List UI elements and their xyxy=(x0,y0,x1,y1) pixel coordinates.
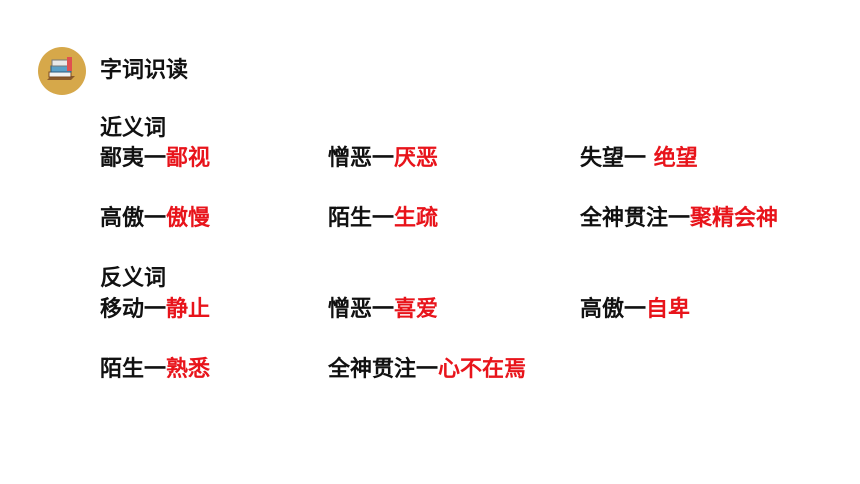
synonyms-label: 近义词 xyxy=(100,116,167,141)
pair-answer: 聚精会神 xyxy=(690,206,779,231)
pair-word: 高傲 xyxy=(580,297,625,322)
antonym-pair: 陌生一熟悉 xyxy=(100,355,210,385)
pair-word: 失望 xyxy=(580,146,625,171)
pair-dash: 一 xyxy=(144,146,167,171)
pair-word: 陌生 xyxy=(328,206,373,231)
page-title: 字词识读 xyxy=(100,58,189,83)
pair-word: 陌生 xyxy=(100,357,145,382)
pair-word: 高傲 xyxy=(100,206,145,231)
pair-dash: 一 xyxy=(372,146,395,171)
books-icon xyxy=(37,46,87,96)
antonym-pair: 高傲一自卑 xyxy=(580,295,690,325)
pair-word: 全神贯注 xyxy=(580,206,669,231)
pair-word: 憎恶 xyxy=(328,297,373,322)
synonym-pair: 失望一 绝望 xyxy=(580,144,698,174)
pair-word: 鄙夷 xyxy=(100,146,145,171)
synonym-pair: 全神贯注一聚精会神 xyxy=(580,204,778,234)
pair-dash: 一 xyxy=(144,297,167,322)
pair-answer: 心不在焉 xyxy=(438,357,527,382)
synonym-pair: 憎恶一厌恶 xyxy=(328,144,438,174)
pair-word: 移动 xyxy=(100,297,145,322)
pair-dash: 一 xyxy=(624,297,647,322)
pair-dash: 一 xyxy=(372,206,395,231)
synonym-pair: 鄙夷一鄙视 xyxy=(100,144,210,174)
pair-answer: 傲慢 xyxy=(166,206,211,231)
pair-answer: 熟悉 xyxy=(166,357,211,382)
antonym-pair: 全神贯注一心不在焉 xyxy=(328,355,526,385)
synonym-pair: 高傲一傲慢 xyxy=(100,204,210,234)
antonym-pair: 移动一静止 xyxy=(100,295,210,325)
pair-dash: 一 xyxy=(144,357,167,382)
pair-dash: 一 xyxy=(372,297,395,322)
pair-answer: 鄙视 xyxy=(166,146,211,171)
antonyms-label: 反义词 xyxy=(100,266,167,291)
pair-dash: 一 xyxy=(144,206,167,231)
pair-word: 全神贯注 xyxy=(328,357,417,382)
synonym-pair: 陌生一生疏 xyxy=(328,204,438,234)
pair-word: 憎恶 xyxy=(328,146,373,171)
pair-dash: 一 xyxy=(624,146,654,171)
pair-answer: 喜爱 xyxy=(394,297,439,322)
pair-dash: 一 xyxy=(416,357,439,382)
antonym-pair: 憎恶一喜爱 xyxy=(328,295,438,325)
pair-answer: 厌恶 xyxy=(394,146,439,171)
pair-answer: 静止 xyxy=(166,297,211,322)
pair-dash: 一 xyxy=(668,206,691,231)
pair-answer: 自卑 xyxy=(646,297,691,322)
pair-answer: 绝望 xyxy=(653,146,698,171)
pair-answer: 生疏 xyxy=(394,206,439,231)
